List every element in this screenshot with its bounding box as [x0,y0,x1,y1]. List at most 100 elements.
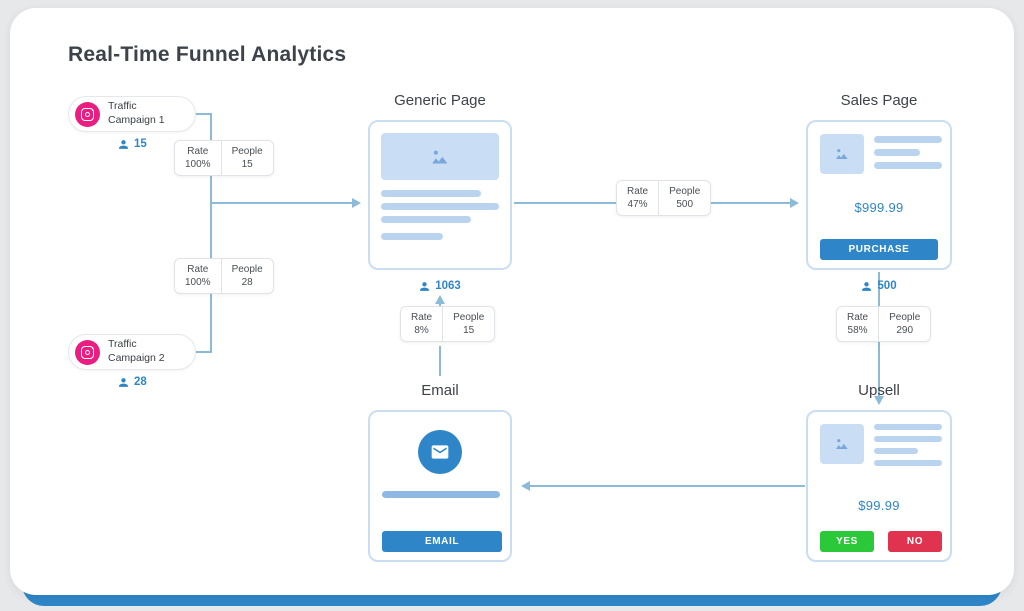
people-cell: People 15 [220,141,273,175]
generic-page-title: Generic Page [394,92,486,109]
text-line-bar [874,424,942,430]
person-icon [420,281,430,291]
arrowhead-to-generic-bottom-icon [435,295,445,304]
text-line-bar [381,233,443,240]
people-value: 15 [463,325,475,336]
rate-value: 100% [185,277,211,288]
instagram-icon [75,101,100,127]
rate-value: 8% [414,325,429,336]
connector-campaign2-trunk [196,351,212,353]
arrowhead-to-generic-icon [352,198,361,208]
rate-cell: Rate 8% [401,307,442,341]
instagram-icon [75,339,100,365]
connector-campaign1-trunk [196,113,212,115]
person-icon [119,377,128,387]
image-placeholder-icon [432,150,448,163]
email-title: Email [421,382,459,399]
stat-box-sales-to-upsell: Rate 58% People 290 [836,306,932,342]
rate-label: Rate [627,186,649,197]
sales-page-title: Sales Page [840,92,918,109]
rate-cell: Rate 100% [175,141,221,175]
traffic-campaign-1-node[interactable]: Traffic Campaign 1 [68,96,196,132]
connector-email-to-generic-lower [439,346,441,376]
campaign-label: Traffic Campaign 1 [108,100,165,126]
sales-page-node[interactable]: $999.99 PURCHASE [806,120,952,270]
people-label: People [231,146,263,157]
campaign1-people-count: 15 [118,138,147,150]
image-placeholder [820,134,864,174]
rate-value: 58% [847,325,868,336]
people-cell: People 28 [220,259,273,293]
people-cell: People 290 [878,307,930,341]
image-placeholder-icon [836,149,848,159]
upsell-title: Upsell [858,382,900,399]
people-label: People [231,264,263,275]
stat-box-generic-to-sales: Rate 47% People 500 [616,180,712,216]
upsell-price: $99.99 [858,498,900,513]
people-cell: People 500 [658,181,710,215]
people-value: 290 [896,325,914,336]
upsell-node[interactable]: $99.99 YES NO [806,410,952,562]
person-icon [862,281,872,291]
people-value: 28 [241,277,253,288]
people-label: People [889,312,921,323]
generic-count-value: 1063 [435,280,461,292]
email-node[interactable]: EMAIL [368,410,512,562]
connector-email-to-generic-upper [439,303,441,307]
text-line-bar [874,162,942,169]
traffic-campaign-2-node[interactable]: Traffic Campaign 2 [68,334,196,370]
email-icon [431,445,449,459]
purchase-button[interactable]: PURCHASE [820,239,938,260]
text-line-bar [381,216,471,223]
page-title: Real-Time Funnel Analytics [68,43,347,66]
text-line-bar [382,491,500,498]
yes-button[interactable]: YES [820,531,874,552]
arrowhead-to-sales-icon [790,198,799,208]
arrowhead-to-upsell-icon [874,396,884,405]
no-button[interactable]: NO [888,531,942,552]
generic-page-people-count: 1063 [368,280,512,292]
people-value: 500 [676,199,694,210]
campaign-label: Traffic Campaign 2 [108,338,165,364]
rate-label: Rate [847,312,869,323]
email-button[interactable]: EMAIL [382,531,502,552]
campaign2-people-count: 28 [118,376,147,388]
image-placeholder [381,133,499,180]
people-label: People [453,312,485,323]
stat-box-campaign2: Rate 100% People 28 [174,258,274,294]
person-icon [119,139,128,149]
rate-cell: Rate 100% [175,259,221,293]
email-circle [418,430,462,474]
rate-cell: Rate 58% [837,307,878,341]
rate-cell: Rate 47% [617,181,658,215]
text-line-bar [874,448,918,454]
people-label: People [669,186,701,197]
connector-trunk-vertical [210,113,212,353]
text-line-bar [874,460,942,466]
sales-price: $999.99 [854,200,904,215]
text-line-bar [874,436,942,442]
rate-value: 47% [627,199,648,210]
generic-page-node[interactable] [368,120,512,270]
rate-value: 100% [185,159,211,170]
campaign1-count-value: 15 [134,138,147,150]
connector-upsell-to-email [530,485,805,487]
people-value: 15 [241,159,253,170]
text-line-bar [381,190,481,197]
campaign2-count-value: 28 [134,376,147,388]
rate-label: Rate [411,312,433,323]
rate-label: Rate [187,264,209,275]
stat-box-email-to-generic: Rate 8% People 15 [400,306,496,342]
rate-label: Rate [187,146,209,157]
text-line-bar [874,149,920,156]
connector-trunk-to-generic [210,202,352,204]
image-placeholder-icon [836,439,848,449]
sales-page-people-count: 500 [806,280,952,292]
people-cell: People 15 [442,307,494,341]
stat-box-campaign1: Rate 100% People 15 [174,140,274,176]
sales-count-value: 500 [877,280,897,292]
arrowhead-to-email-icon [521,481,530,491]
text-line-bar [874,136,942,143]
image-placeholder [820,424,864,464]
text-line-bar [381,203,499,210]
